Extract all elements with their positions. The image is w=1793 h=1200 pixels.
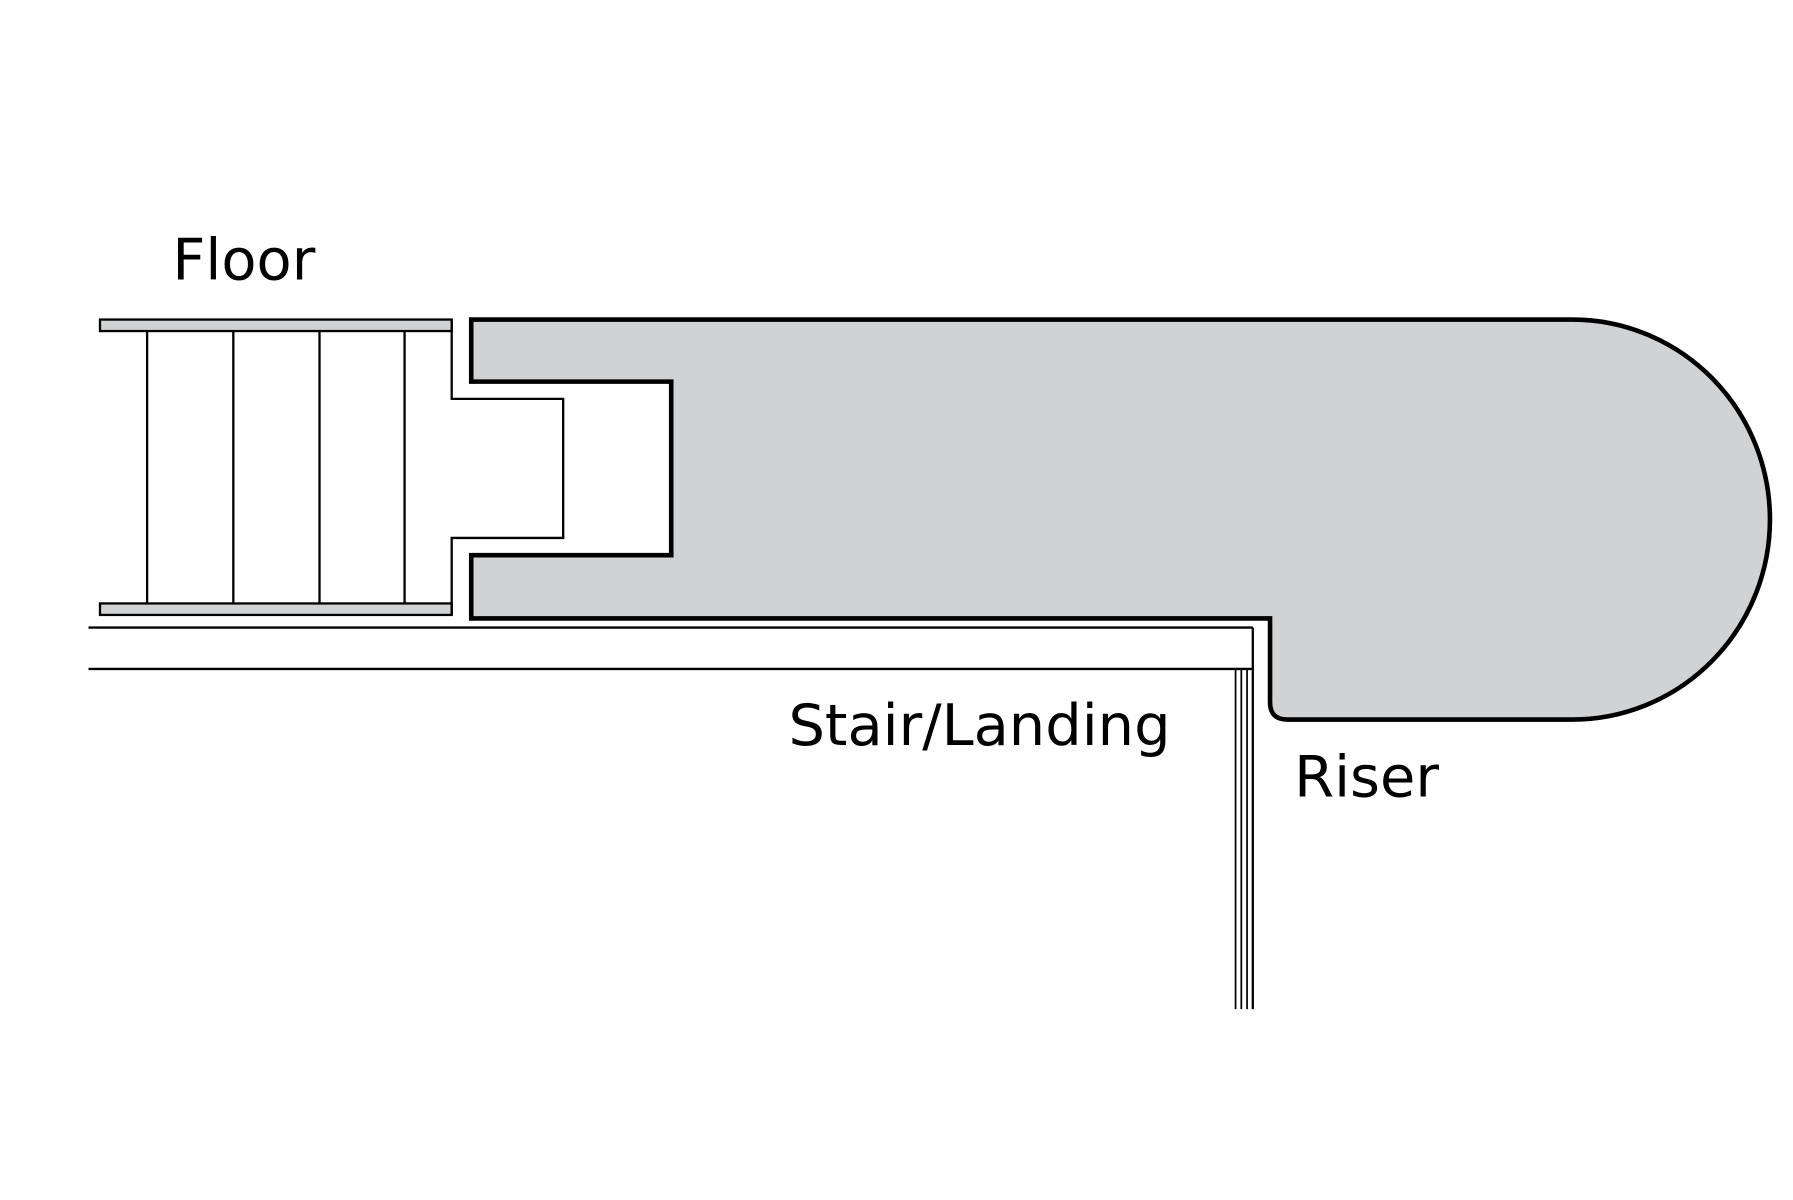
- floor-plank: [98, 318, 565, 617]
- floor-tongue: [450, 319, 565, 615]
- riser-label: Riser: [1294, 744, 1439, 811]
- stair-landing-label: Stair/Landing: [788, 692, 1170, 759]
- riser-board: [1234, 668, 1248, 1010]
- floor-top-strip: [98, 318, 453, 333]
- floor-bottom-strip: [98, 602, 453, 617]
- stair-nosing-profile: [468, 317, 1773, 722]
- stair-tread: [88, 626, 1254, 1010]
- floor-label: Floor: [172, 226, 315, 293]
